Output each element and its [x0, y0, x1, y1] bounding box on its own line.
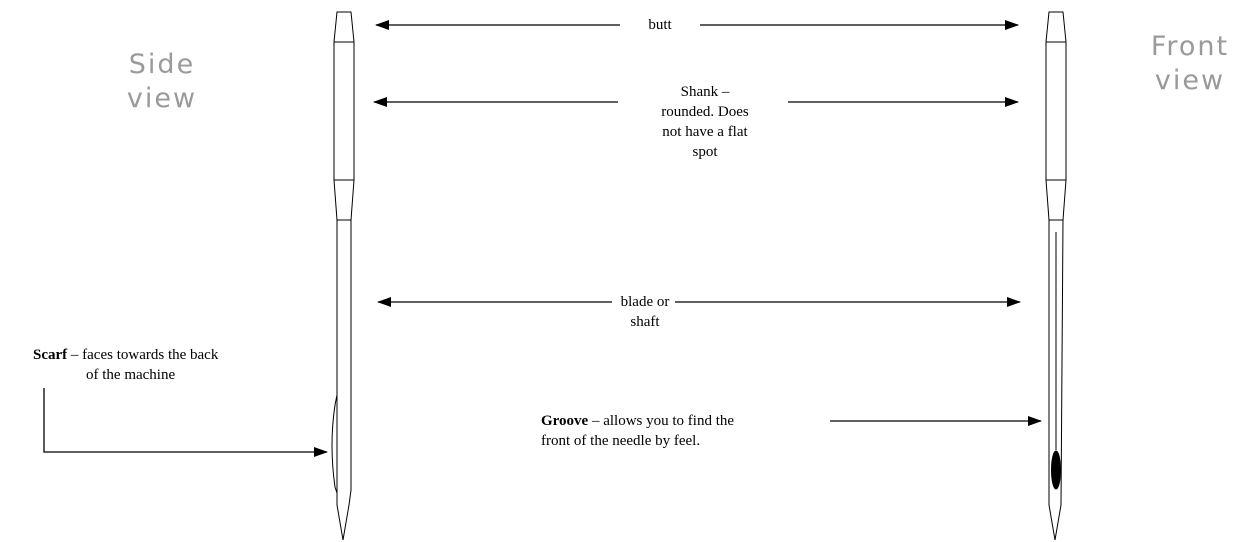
- scarf-pointer: [43, 388, 328, 457]
- groove-label-line1: Groove – allows you to find the: [541, 411, 734, 431]
- butt-label: butt: [648, 17, 672, 33]
- shank-label-line3: not have a flat: [662, 124, 748, 140]
- groove-label: Groove – allows you to find the front of…: [541, 411, 734, 451]
- groove-label-line2: front of the needle by feel.: [541, 433, 701, 449]
- scarf-pointer-line: [43, 388, 328, 457]
- blade-label-line2: shaft: [630, 314, 660, 330]
- side-needle-shank: [333, 41, 355, 181]
- scarf-label: Scarf – faces towards the back of the ma…: [33, 345, 218, 385]
- shank-label-line4: spot: [692, 144, 718, 160]
- side-view-title: Side view: [112, 48, 212, 116]
- front-view-title-line2: view: [1154, 65, 1226, 96]
- scarf-label-line2: of the machine: [86, 367, 176, 383]
- groove-description-1: – allows you to find the: [588, 413, 735, 429]
- side-needle-butt: [333, 11, 355, 43]
- front-needle-butt: [1045, 11, 1067, 43]
- shank-label-line2: rounded. Does: [661, 104, 749, 120]
- front-needle-taper: [1045, 179, 1067, 221]
- side-view-title-line2: view: [126, 83, 198, 114]
- shank-label-line1: Shank –: [680, 84, 730, 100]
- scarf-term: Scarf: [33, 347, 68, 363]
- side-view-needle: [331, 11, 355, 541]
- blade-label-line1: blade or: [620, 294, 670, 310]
- side-needle-taper: [333, 179, 355, 221]
- scarf-description-1: – faces towards the back: [67, 347, 219, 363]
- front-view-needle: [1045, 11, 1067, 541]
- front-needle-eye: [1051, 450, 1061, 490]
- front-view-title: Front view: [1140, 30, 1240, 98]
- side-needle-blade: [331, 219, 352, 541]
- blade-label: blade or shaft: [612, 292, 678, 332]
- side-view-title-line1: Side: [128, 49, 196, 80]
- scarf-label-line1: Scarf – faces towards the back: [33, 345, 218, 365]
- front-needle-shank: [1045, 41, 1067, 181]
- front-view-title-line1: Front: [1150, 31, 1230, 62]
- shank-label: Shank – rounded. Does not have a flat sp…: [620, 82, 790, 162]
- groove-term: Groove: [541, 413, 589, 429]
